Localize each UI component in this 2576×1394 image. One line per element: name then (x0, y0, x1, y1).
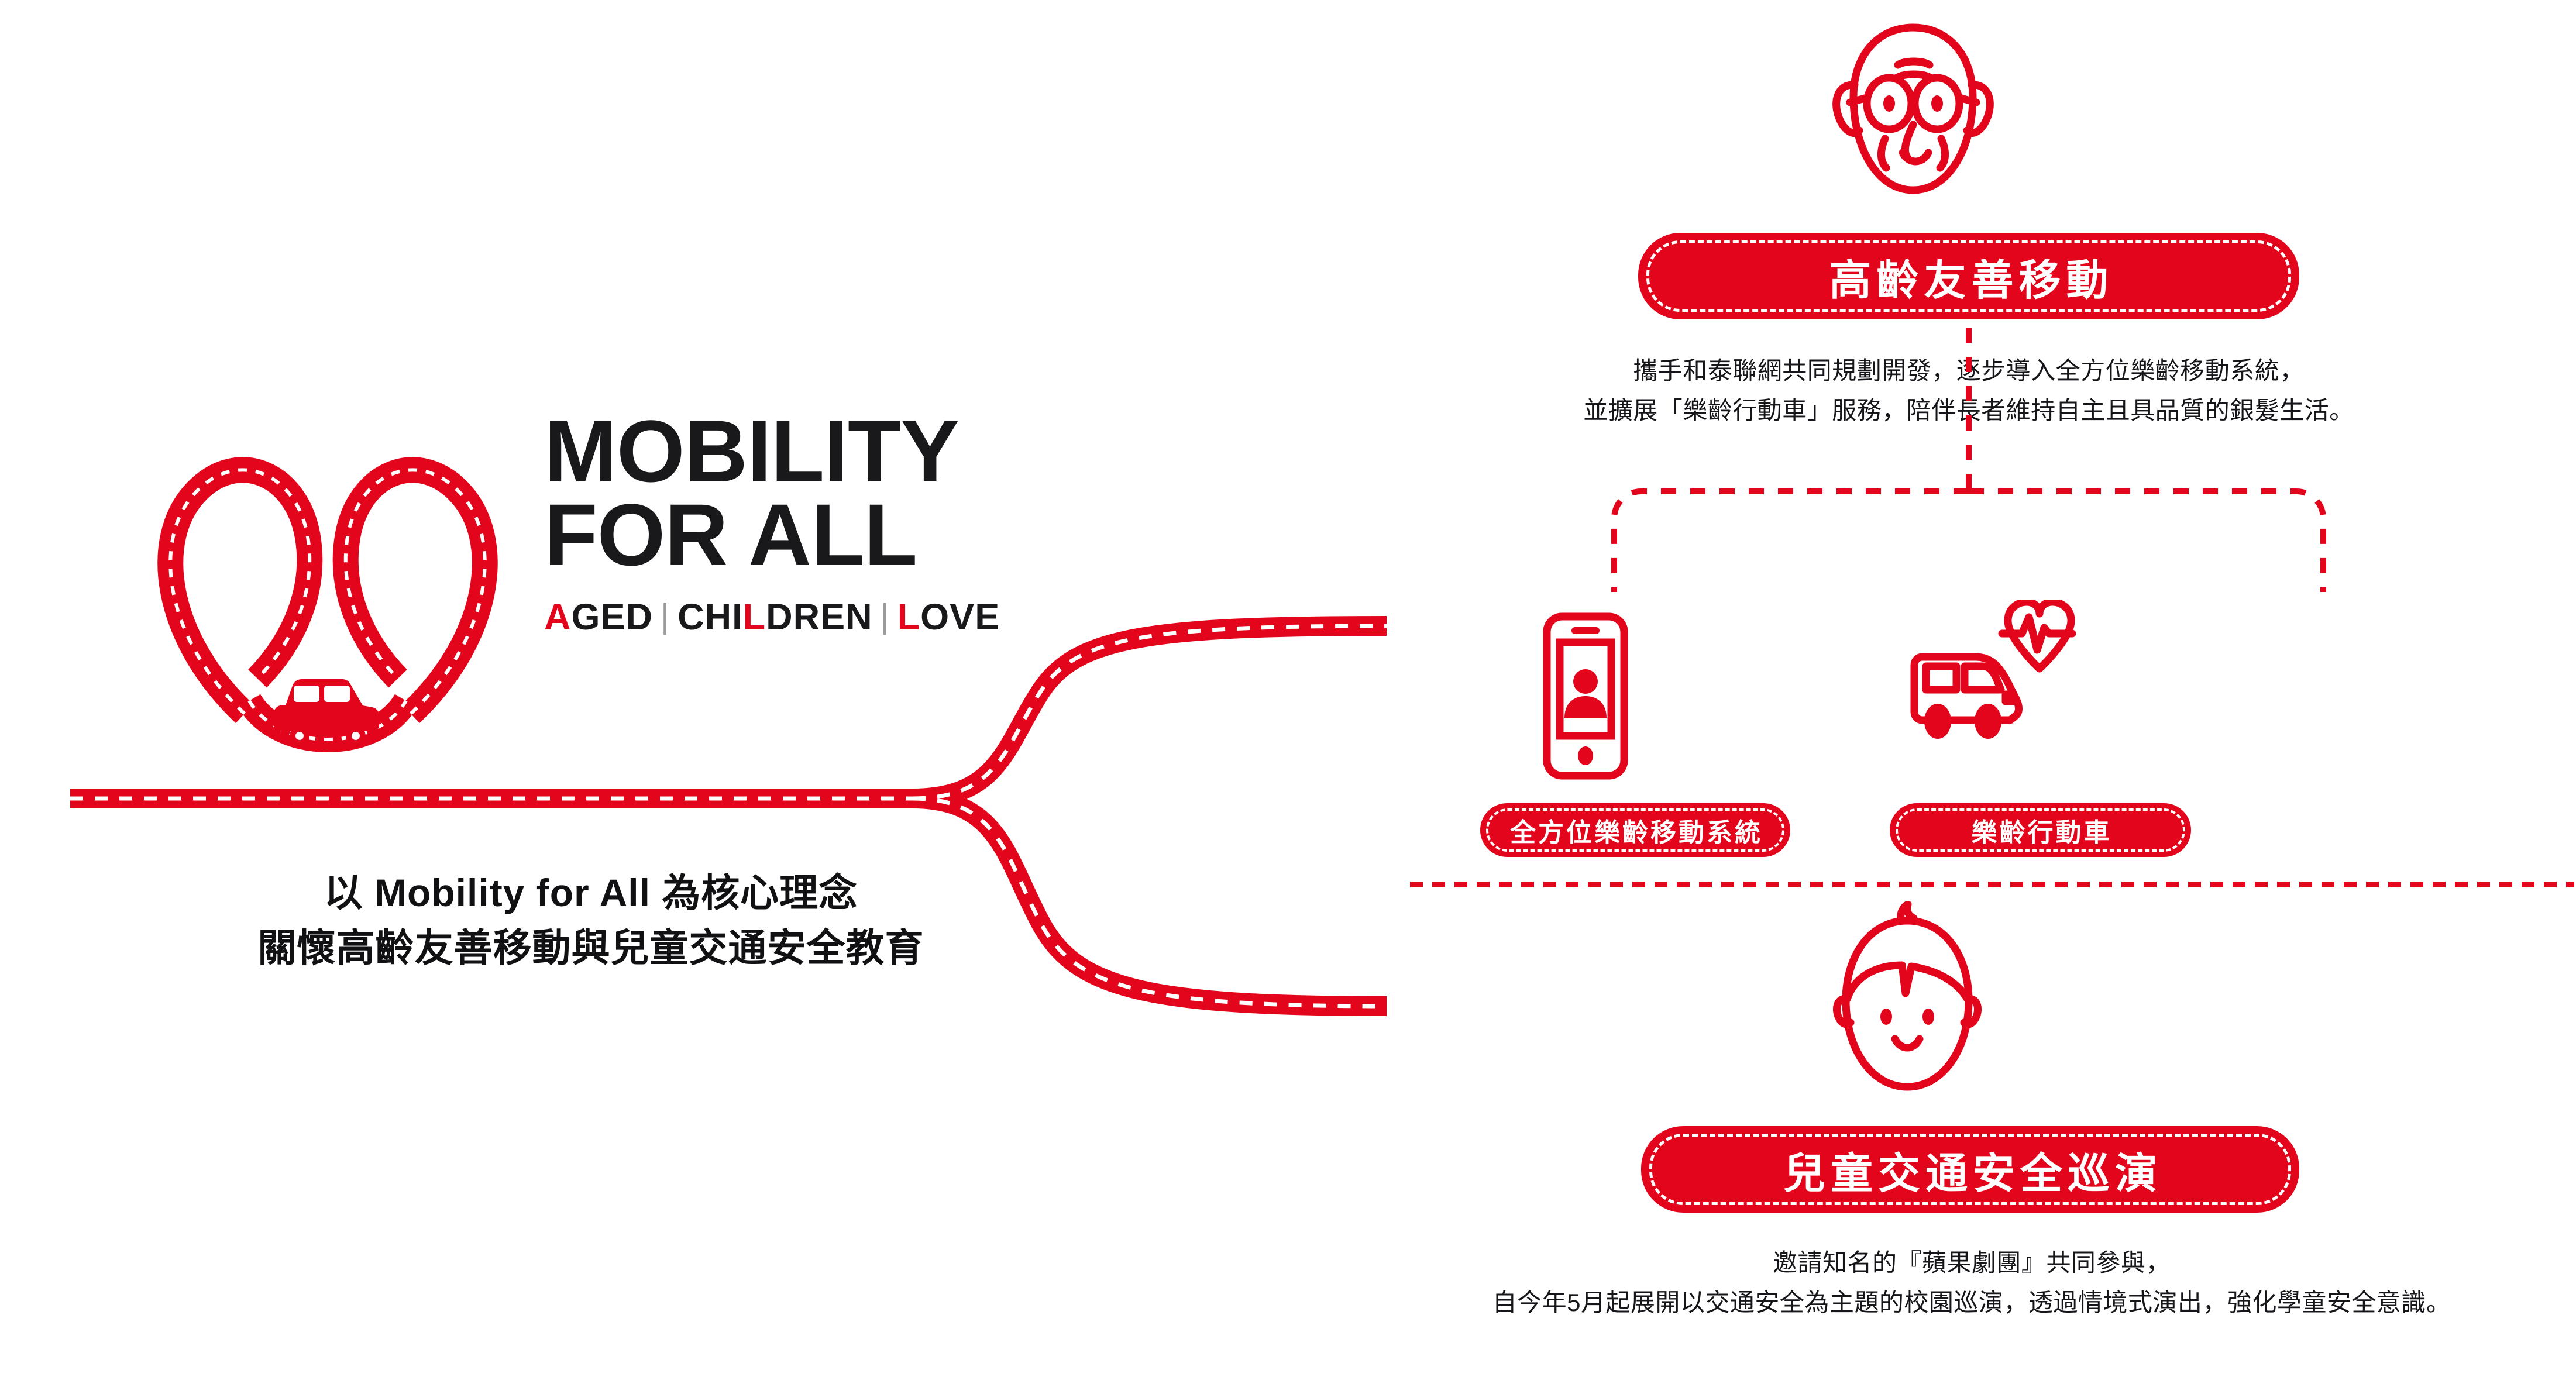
logo-title-line-2: FOR ALL (544, 485, 917, 584)
subtitle-love-rest: OVE (920, 597, 1000, 638)
badge-mobility-system[interactable]: 全方位樂齡移動系統 (1480, 803, 1790, 857)
car-icon (274, 679, 380, 746)
subtitle-children-tail: DREN (766, 597, 873, 638)
logo-block: MOBILITY FOR ALL AGED|CHILDREN|LOVE 以 Mo… (0, 0, 1229, 1394)
elderly-face-icon (1814, 15, 2013, 214)
heart-road-with-car-icon (140, 404, 515, 778)
description-aged: 攜手和泰聯網共同規劃開發，逐步導入全方位樂齡移動系統， 並擴展「樂齡行動車」服務… (1404, 351, 2533, 431)
tagline: 以 Mobility for All 為核心理念 關懷高齡友善移動與兒童交通安全… (0, 866, 1182, 975)
subtitle-children-l: L (742, 597, 766, 638)
badge-label: 全方位樂齡移動系統 (1510, 818, 1763, 847)
badge-senior-mobility-van[interactable]: 樂齡行動車 (1890, 803, 2191, 857)
logo-title-line-1: MOBILITY (544, 402, 959, 500)
child-face-icon (1805, 900, 2010, 1106)
description-child: 邀請知名的『蘋果劇團』共同參與， 自今年5月起展開以交通安全為主題的校園巡演，透… (1369, 1243, 2574, 1323)
description-child-line-1: 邀請知名的『蘋果劇團』共同參與， (1772, 1249, 2171, 1276)
subtitle-children-head: CHI (677, 597, 743, 638)
badge-label: 兒童交通安全巡演 (1783, 1150, 2162, 1197)
badge-aged-friendly-mobility[interactable]: 高齡友善移動 (1638, 233, 2299, 319)
logo-wordmark: MOBILITY FOR ALL AGED|CHILDREN|LOVE (544, 402, 1129, 638)
forking-road-connector (70, 456, 1428, 1228)
tagline-line-2: 關懷高齡友善移動與兒童交通安全教育 (257, 925, 924, 969)
subtitle-aged-initial: A (544, 597, 572, 638)
badge-label: 高齡友善移動 (1829, 257, 2114, 304)
badge-child-traffic-safety-tour[interactable]: 兒童交通安全巡演 (1641, 1126, 2299, 1213)
branch-column: 高齡友善移動 攜手和泰聯網共同規劃開發，逐步導入全方位樂齡移動系統， 並擴展「樂… (1404, 0, 2576, 1394)
van-heartbeat-icon (1901, 598, 2089, 787)
subtitle-separator-1: | (661, 597, 670, 635)
subtitle-separator-2: | (880, 597, 890, 635)
smartphone-user-icon (1498, 608, 1673, 784)
tagline-line-1: 以 Mobility for All 為核心理念 (324, 871, 858, 914)
branch-bracket-connector (1580, 328, 2358, 813)
description-child-line-2: 自今年5月起展開以交通安全為主題的校園巡演，透過情境式演出，強化學童安全意識。 (1492, 1289, 2451, 1317)
subtitle-aged-rest: GED (571, 597, 654, 638)
user-avatar-glyph (1564, 669, 1607, 718)
subtitle-love-initial: L (897, 597, 921, 638)
badge-label: 樂齡行動車 (1971, 818, 2112, 847)
logo-subtitle: AGED|CHILDREN|LOVE (544, 596, 1129, 638)
section-divider (1410, 880, 2574, 887)
